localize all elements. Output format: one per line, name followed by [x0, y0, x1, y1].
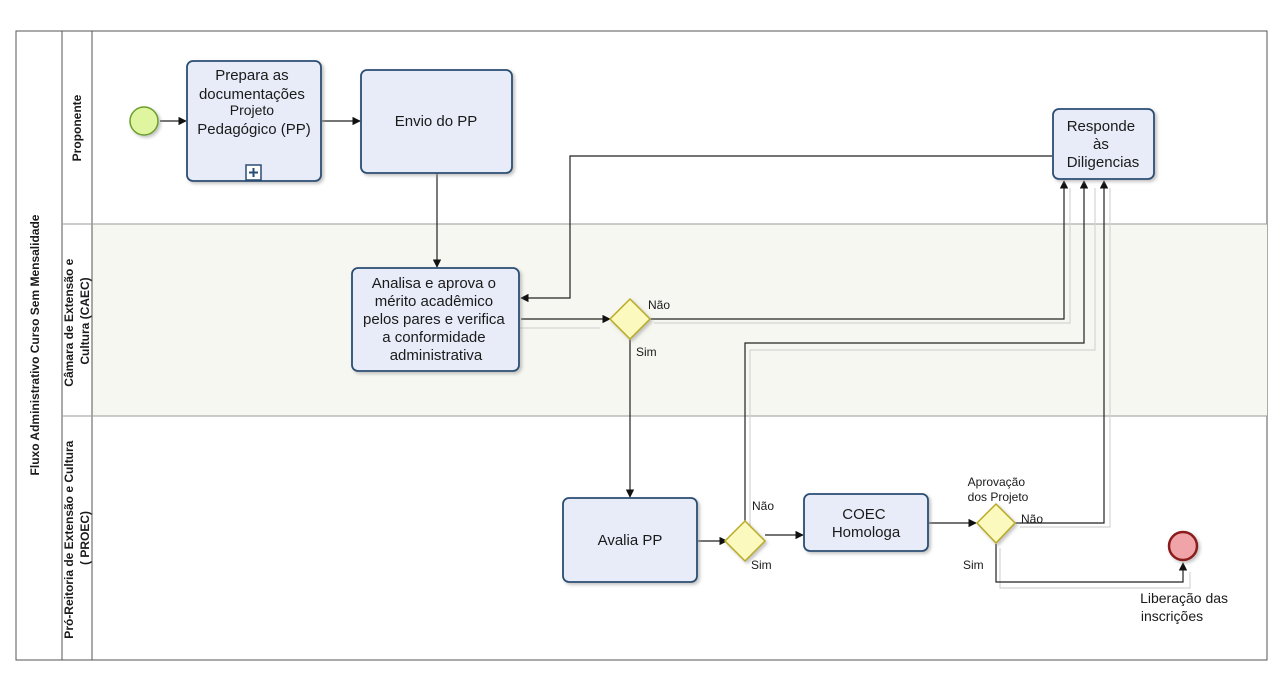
flow-responde-to-analisa [520, 155, 1052, 303]
task-analisa-label: Analisa e aprova o mérito acadêmico pelo… [363, 275, 509, 364]
gateway-aprovacao[interactable]: Aprovação dos Projeto Não Sim [963, 475, 1043, 572]
flow-gateway2-no-to-responde [744, 180, 1089, 522]
lane-headers: Proponente Câmara de Extensão e Cultura … [62, 94, 92, 638]
flow-gateway3-yes-to-end [995, 544, 1188, 583]
flow-gateway1-no-to-responde [650, 180, 1069, 320]
lane-label-proec: Pró-Reitoria de Extensão e Cultura ( PRO… [62, 437, 92, 638]
gateway1-no-label: Não [648, 298, 670, 312]
task-avalia[interactable]: Avalia PP [562, 497, 698, 583]
gateway3-yes-label: Sim [963, 558, 984, 572]
sequence-flows [160, 116, 1188, 583]
subprocess-expand-icon[interactable] [245, 164, 262, 181]
task-coec[interactable]: COEC Homologa [803, 493, 929, 552]
gateway3-title: Aprovação dos Projeto [968, 475, 1029, 504]
pool-title: Fluxo Administrativo Curso Sem Mensalida… [28, 214, 42, 475]
start-event[interactable] [129, 106, 159, 136]
flow-shadows [520, 188, 1191, 589]
lane-caec-background [92, 224, 1267, 416]
flow-gateway3-no-to-responde [1015, 180, 1109, 524]
lane-label-proponente: Proponente [70, 94, 84, 161]
gateway2-no-label: Não [752, 499, 774, 513]
task-responde[interactable]: Responde às Diligencias [1052, 108, 1155, 180]
task-responde-label: Responde às Diligencias [1067, 118, 1140, 171]
lane-label-caec: Câmara de Extensão e Cultura (CAEC) [62, 255, 92, 386]
gateway-analisa-decision[interactable]: Não Sim [608, 297, 670, 359]
task-envio[interactable]: Envio do PP [360, 69, 513, 174]
gateway2-yes-label: Sim [751, 558, 772, 572]
gateway-avalia-decision[interactable]: Não Sim [723, 499, 774, 572]
task-coec-label: COEC Homologa [832, 506, 901, 541]
end-event[interactable] [1167, 530, 1199, 562]
gateway3-no-label: Não [1021, 512, 1043, 526]
task-prepara[interactable]: Prepara as documentações Projeto Pedagóg… [186, 60, 322, 182]
task-prepara-label: Prepara as documentações Projeto Pedagóg… [197, 67, 310, 138]
task-avalia-label: Avalia PP [598, 532, 663, 549]
task-envio-label: Envio do PP [395, 113, 478, 130]
task-analisa[interactable]: Analisa e aprova o mérito acadêmico pelo… [351, 267, 520, 372]
gateway1-yes-label: Sim [636, 345, 657, 359]
end-event-label: Liberação das inscrições [1140, 590, 1232, 624]
